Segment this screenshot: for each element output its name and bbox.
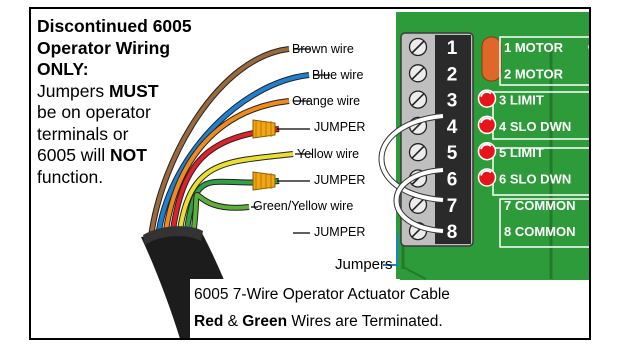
note-line4: 6005 will NOT (37, 145, 215, 167)
note-line4-text: 6005 will (37, 145, 110, 165)
screw-slot (411, 93, 425, 107)
wire-label-jumper-1: JUMPER (314, 120, 366, 134)
terminal-labels: 1 MOTOR 2 MOTOR 3 LIMIT 4 SLO DWN 5 LIMIT 6 S… (499, 40, 576, 239)
capacitor (481, 36, 502, 82)
note-heading-line1: Discontinued 6005 (37, 16, 192, 36)
caption-box (190, 279, 400, 338)
jumper-loops (378, 113, 444, 234)
terminal-number: 5 (447, 143, 458, 164)
terminal-label: 1 MOTOR (504, 40, 564, 55)
screw-slot (411, 198, 425, 212)
note-line1-text: Jumpers (37, 80, 109, 101)
wire-nut (252, 119, 276, 139)
terminal-label: 6 SLO DWN (499, 172, 571, 187)
terminal-number: 4 (447, 117, 458, 138)
status-leds (477, 89, 497, 187)
wire (156, 73, 310, 238)
wiring-note: Discontinued 6005 Operator Wiring ONLY: … (37, 16, 215, 188)
wire-label-yellow: Yellow wire (297, 147, 360, 161)
caption-red: Red (194, 313, 224, 330)
terminal-label: 4 SLO DWN (499, 119, 571, 134)
wire (177, 152, 294, 238)
wire-label-blue: Blue wire (312, 68, 364, 82)
cable-jacket-end (143, 226, 203, 245)
wire-label-orange: Orange wire (292, 94, 361, 108)
wire (163, 99, 290, 238)
led-highlight (480, 169, 492, 176)
note-line3: terminals or (37, 123, 129, 144)
terminal-label: 2 MOTOR (504, 66, 564, 81)
note-heading-line3: ONLY: (37, 59, 89, 79)
screw-slot (411, 66, 425, 80)
note-line5: function. (37, 166, 104, 187)
led-highlight (480, 90, 492, 97)
terminal-number: 8 (447, 222, 458, 243)
note-heading-line2: Operator Wiring (37, 37, 171, 58)
terminal-label: 5 LIMIT (499, 145, 544, 160)
cable-wires (148, 46, 330, 238)
terminal-label: 8 COMMON (504, 224, 576, 239)
screw-slot (411, 145, 425, 159)
terminal-label: 3 LIMIT (499, 93, 544, 108)
terminal-label: 7 COMMON (504, 198, 576, 213)
caption-line1: 6005 7-Wire Operator Actuator Cable (194, 286, 450, 303)
caption-amp: & (223, 313, 243, 330)
wire-label-green-yellow: Green/Yellow wire (253, 199, 354, 213)
wiring-artwork: 1 2 3 4 5 6 7 8 1 MOTOR 2 MOTOR 3 LIMIT 4 SLO DWN 5… (141, 12, 589, 338)
board-bevel (402, 266, 427, 280)
caption-rest: Wires are Terminated. (287, 313, 443, 330)
jumpers-label: Jumpers (335, 256, 393, 273)
note-not: NOT (109, 145, 147, 165)
led-highlight (480, 143, 492, 150)
note-line1: Jumpers MUST (37, 81, 215, 103)
wire-nut (252, 171, 276, 191)
terminal-number: 6 (447, 170, 458, 191)
caption-line2: Red & Green Wires are Terminated. (194, 313, 443, 331)
terminal-number: 1 (447, 38, 458, 59)
wire (149, 47, 290, 238)
led-highlight (480, 117, 492, 124)
terminal-number: 2 (447, 64, 458, 85)
terminal-number: 3 (447, 91, 458, 112)
wire-label-jumper-2: JUMPER (314, 173, 366, 187)
note-line2: be on operator (37, 102, 151, 122)
terminal-number-strip (435, 35, 471, 244)
wire (191, 193, 250, 238)
note-must: MUST (108, 80, 159, 101)
wire-label-brown: Brown wire (292, 42, 354, 56)
terminal-number: 7 (447, 196, 458, 217)
terminal-numbers: 1 2 3 4 5 6 7 8 (447, 38, 458, 243)
screw-slot (411, 40, 425, 54)
wire-label-jumper-3: JUMPER (314, 225, 366, 239)
caption-green: Green (242, 313, 288, 330)
wiring-diagram: 1 2 3 4 5 6 7 8 1 MOTOR 2 MOTOR 3 LIMIT 4 SLO DWN 5… (29, 7, 591, 340)
jumpers-pointer (383, 233, 398, 266)
